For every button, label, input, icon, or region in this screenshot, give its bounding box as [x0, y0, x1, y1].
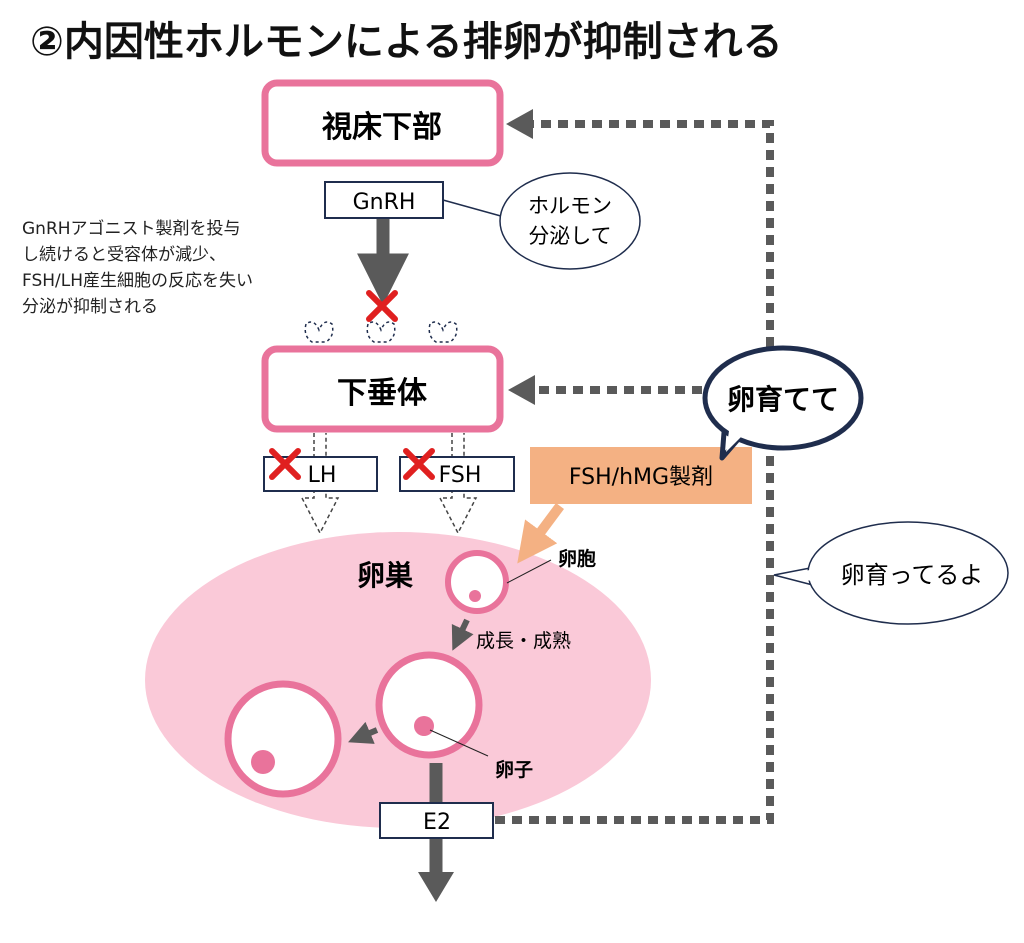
fsh-hmg-drug-box: FSH/hMG製剤 — [530, 447, 752, 504]
released-follicle — [224, 680, 342, 798]
lh-dashed-arrow — [300, 433, 340, 535]
note-line-4: 分泌が抑制される — [22, 297, 158, 317]
block-mark-lh — [269, 448, 301, 480]
hypothalamus-label: 視床下部 — [322, 110, 442, 145]
e2-box: E2 — [379, 802, 494, 839]
receptors — [304, 321, 458, 343]
ovulation-arrow — [348, 721, 379, 744]
fsh-label: FSH — [439, 463, 482, 488]
hormone-bubble-line-2: 分泌して — [528, 224, 611, 248]
pituitary-box: 下垂体 — [261, 345, 504, 433]
small-follicle — [445, 550, 509, 614]
e2-label: E2 — [423, 810, 451, 835]
gnrh-label: GnRH — [353, 190, 416, 215]
block-mark-gnrh — [366, 290, 398, 322]
hormone-speech-bubble: ホルモン 分泌して — [442, 172, 641, 270]
hypothalamus-box: 視床下部 — [261, 79, 504, 167]
gnrh-box: GnRH — [324, 181, 444, 219]
pituitary-label: 下垂体 — [337, 376, 428, 411]
lh-label: LH — [308, 463, 337, 488]
oocyte-label: 卵子 — [495, 758, 533, 781]
ovary-label: 卵巣 — [357, 559, 414, 592]
drug-label: FSH/hMG製剤 — [569, 465, 713, 490]
hormone-bubble-line-1: ホルモン — [528, 194, 612, 218]
oocyte-leader — [429, 729, 489, 757]
note-line-2: し続けると受容体が減少、 — [22, 245, 226, 265]
lh-box: LH — [263, 456, 378, 492]
raising-bubble: 卵育ってるよ — [773, 521, 1009, 625]
raise-eggs-bubble: 卵育てて — [702, 345, 864, 461]
feedback-arrowheads — [506, 109, 535, 405]
follicle-label: 卵胞 — [558, 547, 596, 570]
block-mark-fsh — [403, 448, 435, 480]
fsh-dashed-arrow — [438, 433, 478, 535]
note-line-1: GnRHアゴニスト製剤を投与 — [22, 218, 241, 239]
growth-label: 成長・成熟 — [476, 630, 571, 652]
growth-arrow — [451, 618, 474, 651]
follicle-leader — [506, 559, 552, 584]
e2-output-arrowhead — [418, 872, 454, 902]
gnrh-agonist-note: GnRHアゴニスト製剤を投与 し続けると受容体が減少、 FSH/LH産生細胞の反… — [22, 218, 253, 317]
raising-text: 卵育ってるよ — [841, 561, 984, 589]
note-line-3: FSH/LH産生細胞の反応を失い — [22, 271, 253, 291]
page-title: ②内因性ホルモンによる排卵が抑制される — [30, 19, 783, 65]
drug-arrow — [517, 503, 565, 564]
raise-eggs-text: 卵育てて — [727, 383, 839, 416]
mature-follicle — [375, 651, 483, 759]
